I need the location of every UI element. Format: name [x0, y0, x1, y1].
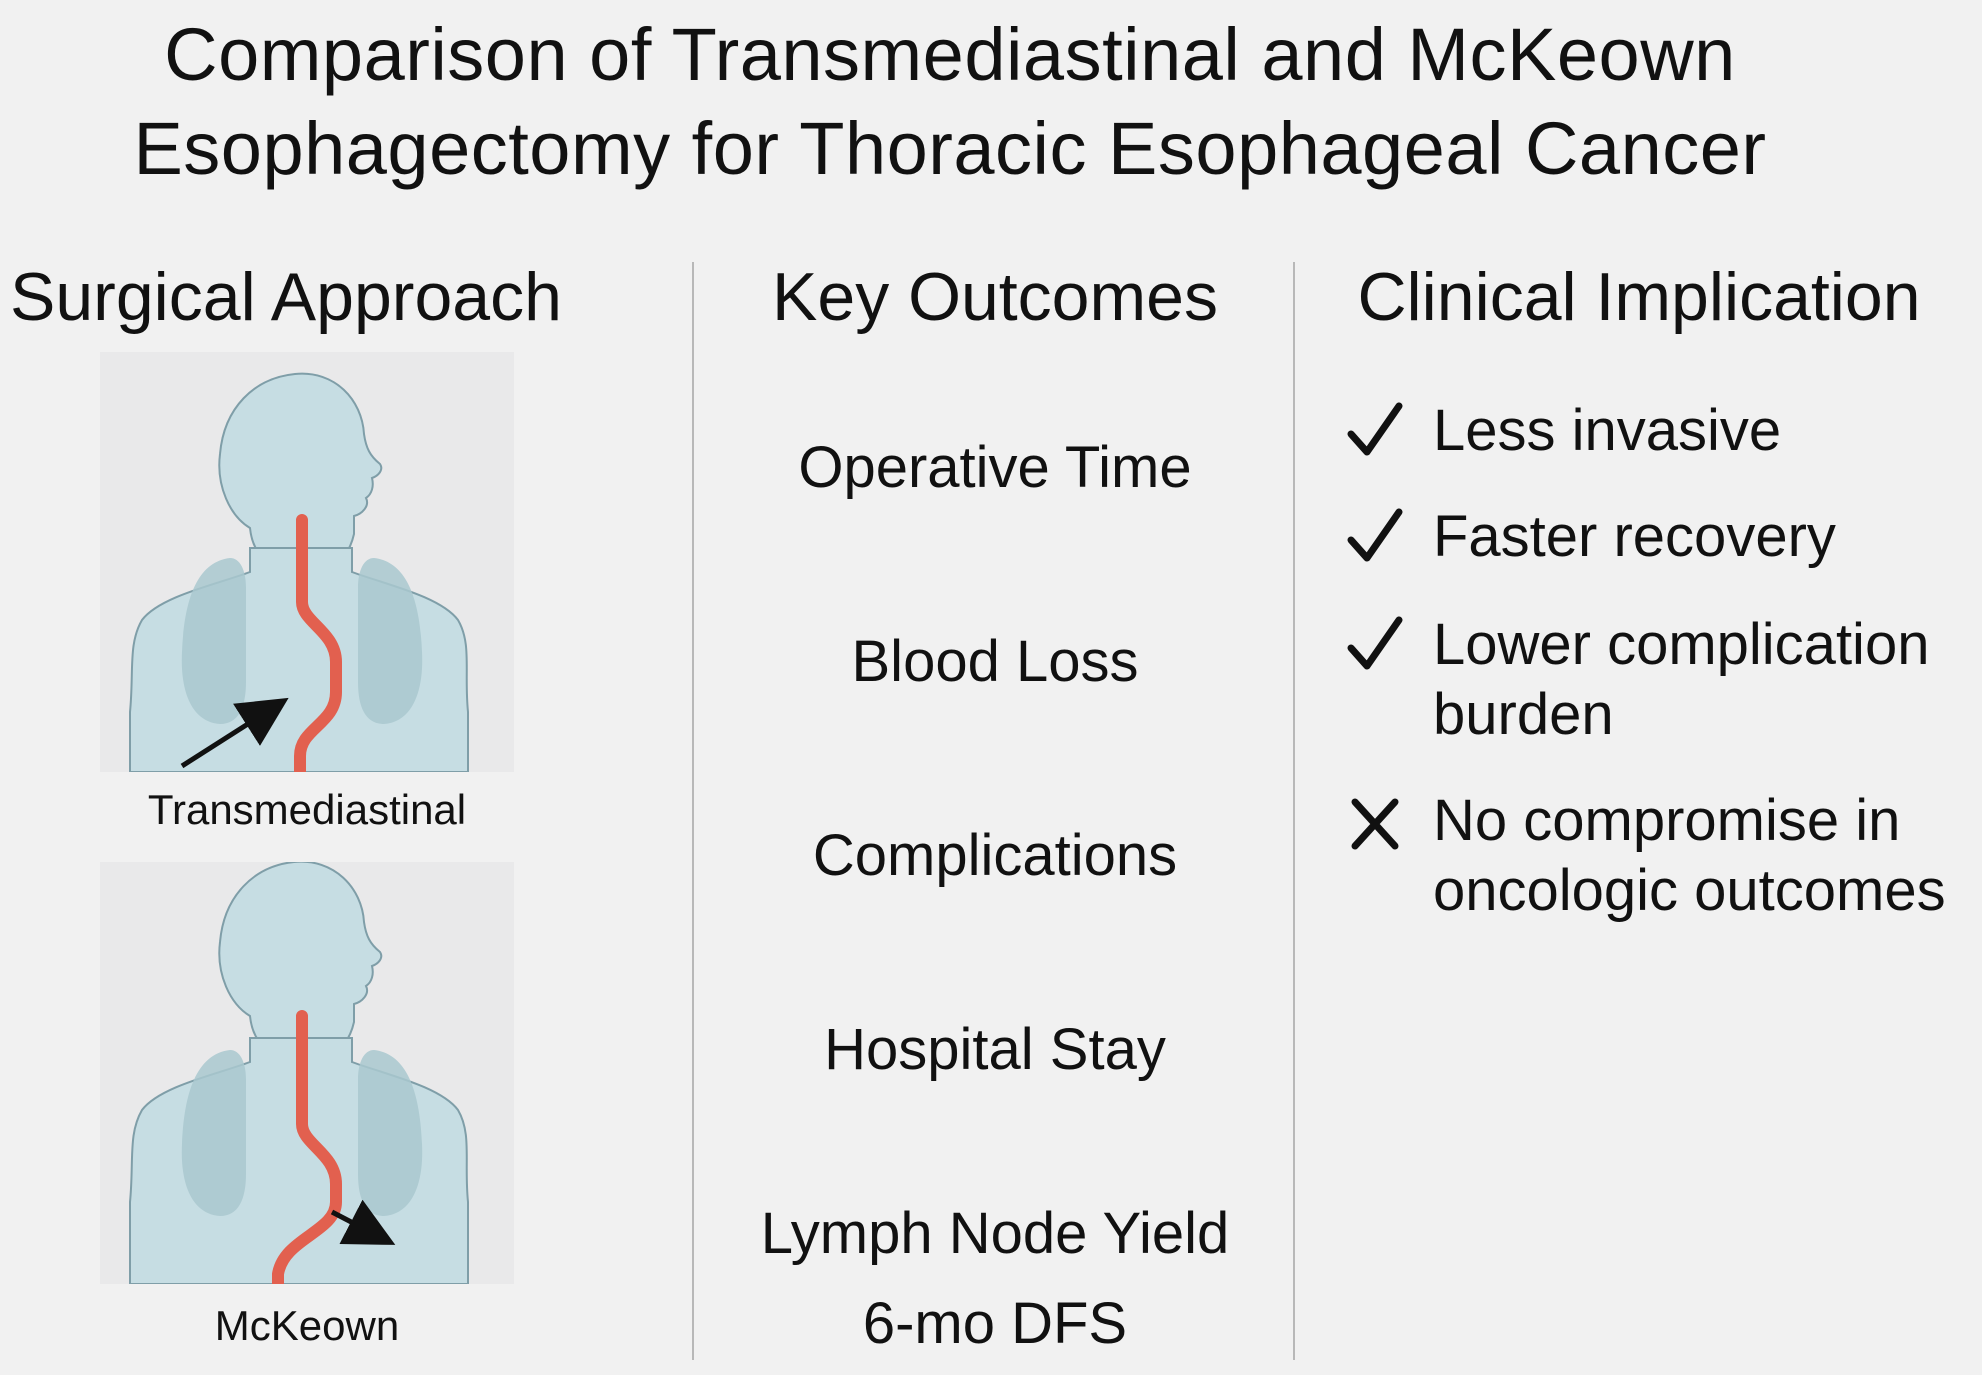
implication-item: Faster recovery	[1345, 502, 1965, 576]
page-title-line-2: Esophagectomy for Thoracic Esophageal Ca…	[133, 107, 1767, 190]
check-icon	[1347, 402, 1403, 456]
outcome-blood-loss: Blood Loss	[851, 629, 1139, 694]
cross-icon	[1351, 798, 1399, 850]
mckeown-caption: McKeown	[214, 1302, 400, 1349]
left-lung-shape	[181, 558, 246, 724]
surgical-approach-heading: Surgical Approach	[10, 259, 562, 335]
clinical-implication-heading: Clinical Implication	[1357, 259, 1921, 335]
implication-line-2: oncologic outcomes	[1433, 858, 1946, 923]
transmediastinal-figure	[100, 352, 514, 772]
implication-line-1: Faster recovery	[1433, 504, 1836, 569]
page-title-line-1: Comparison of Transmediastinal and McKeo…	[164, 13, 1736, 96]
mckeown-figure	[100, 862, 514, 1284]
outcome-operative-time: Operative Time	[798, 435, 1192, 500]
column-divider-right	[1293, 262, 1295, 1360]
outcome-lymph-node-yield: Lymph Node Yield	[760, 1201, 1230, 1266]
upper-body-esophagus-icon	[129, 372, 469, 772]
column-divider-left	[692, 262, 694, 1360]
implication-line-1: No compromise in	[1433, 788, 1901, 853]
implication-line-1: Lower complication	[1433, 612, 1930, 677]
outcome-hospital-stay: Hospital Stay	[824, 1017, 1166, 1082]
left-lung-shape	[181, 1050, 246, 1216]
head-shape	[218, 862, 383, 1057]
esophagus-shape	[294, 514, 342, 772]
right-lung-shape	[358, 1050, 423, 1216]
arrow-icon	[180, 697, 289, 769]
implication-item: No compromise in oncologic outcomes	[1345, 786, 1965, 930]
page-title: Comparison of Transmediastinal and McKeo…	[0, 8, 1900, 196]
check-icon	[1347, 508, 1403, 562]
outcome-complications: Complications	[812, 823, 1178, 888]
implication-line-1: Less invasive	[1433, 398, 1782, 463]
implication-line-2: burden	[1433, 682, 1614, 747]
right-lung-shape	[358, 558, 423, 724]
arrow-icon	[330, 1199, 396, 1245]
implication-item: Lower complication burden	[1345, 610, 1965, 754]
transmediastinal-caption: Transmediastinal	[147, 786, 467, 833]
check-icon	[1347, 616, 1403, 670]
outcome-6mo-dfs: 6-mo DFS	[862, 1291, 1128, 1356]
implication-item: Less invasive	[1345, 396, 1965, 470]
upper-body-esophagus-icon	[129, 862, 469, 1284]
key-outcomes-heading: Key Outcomes	[772, 259, 1218, 335]
esophagus-shape	[272, 1010, 342, 1284]
head-shape	[218, 372, 383, 569]
